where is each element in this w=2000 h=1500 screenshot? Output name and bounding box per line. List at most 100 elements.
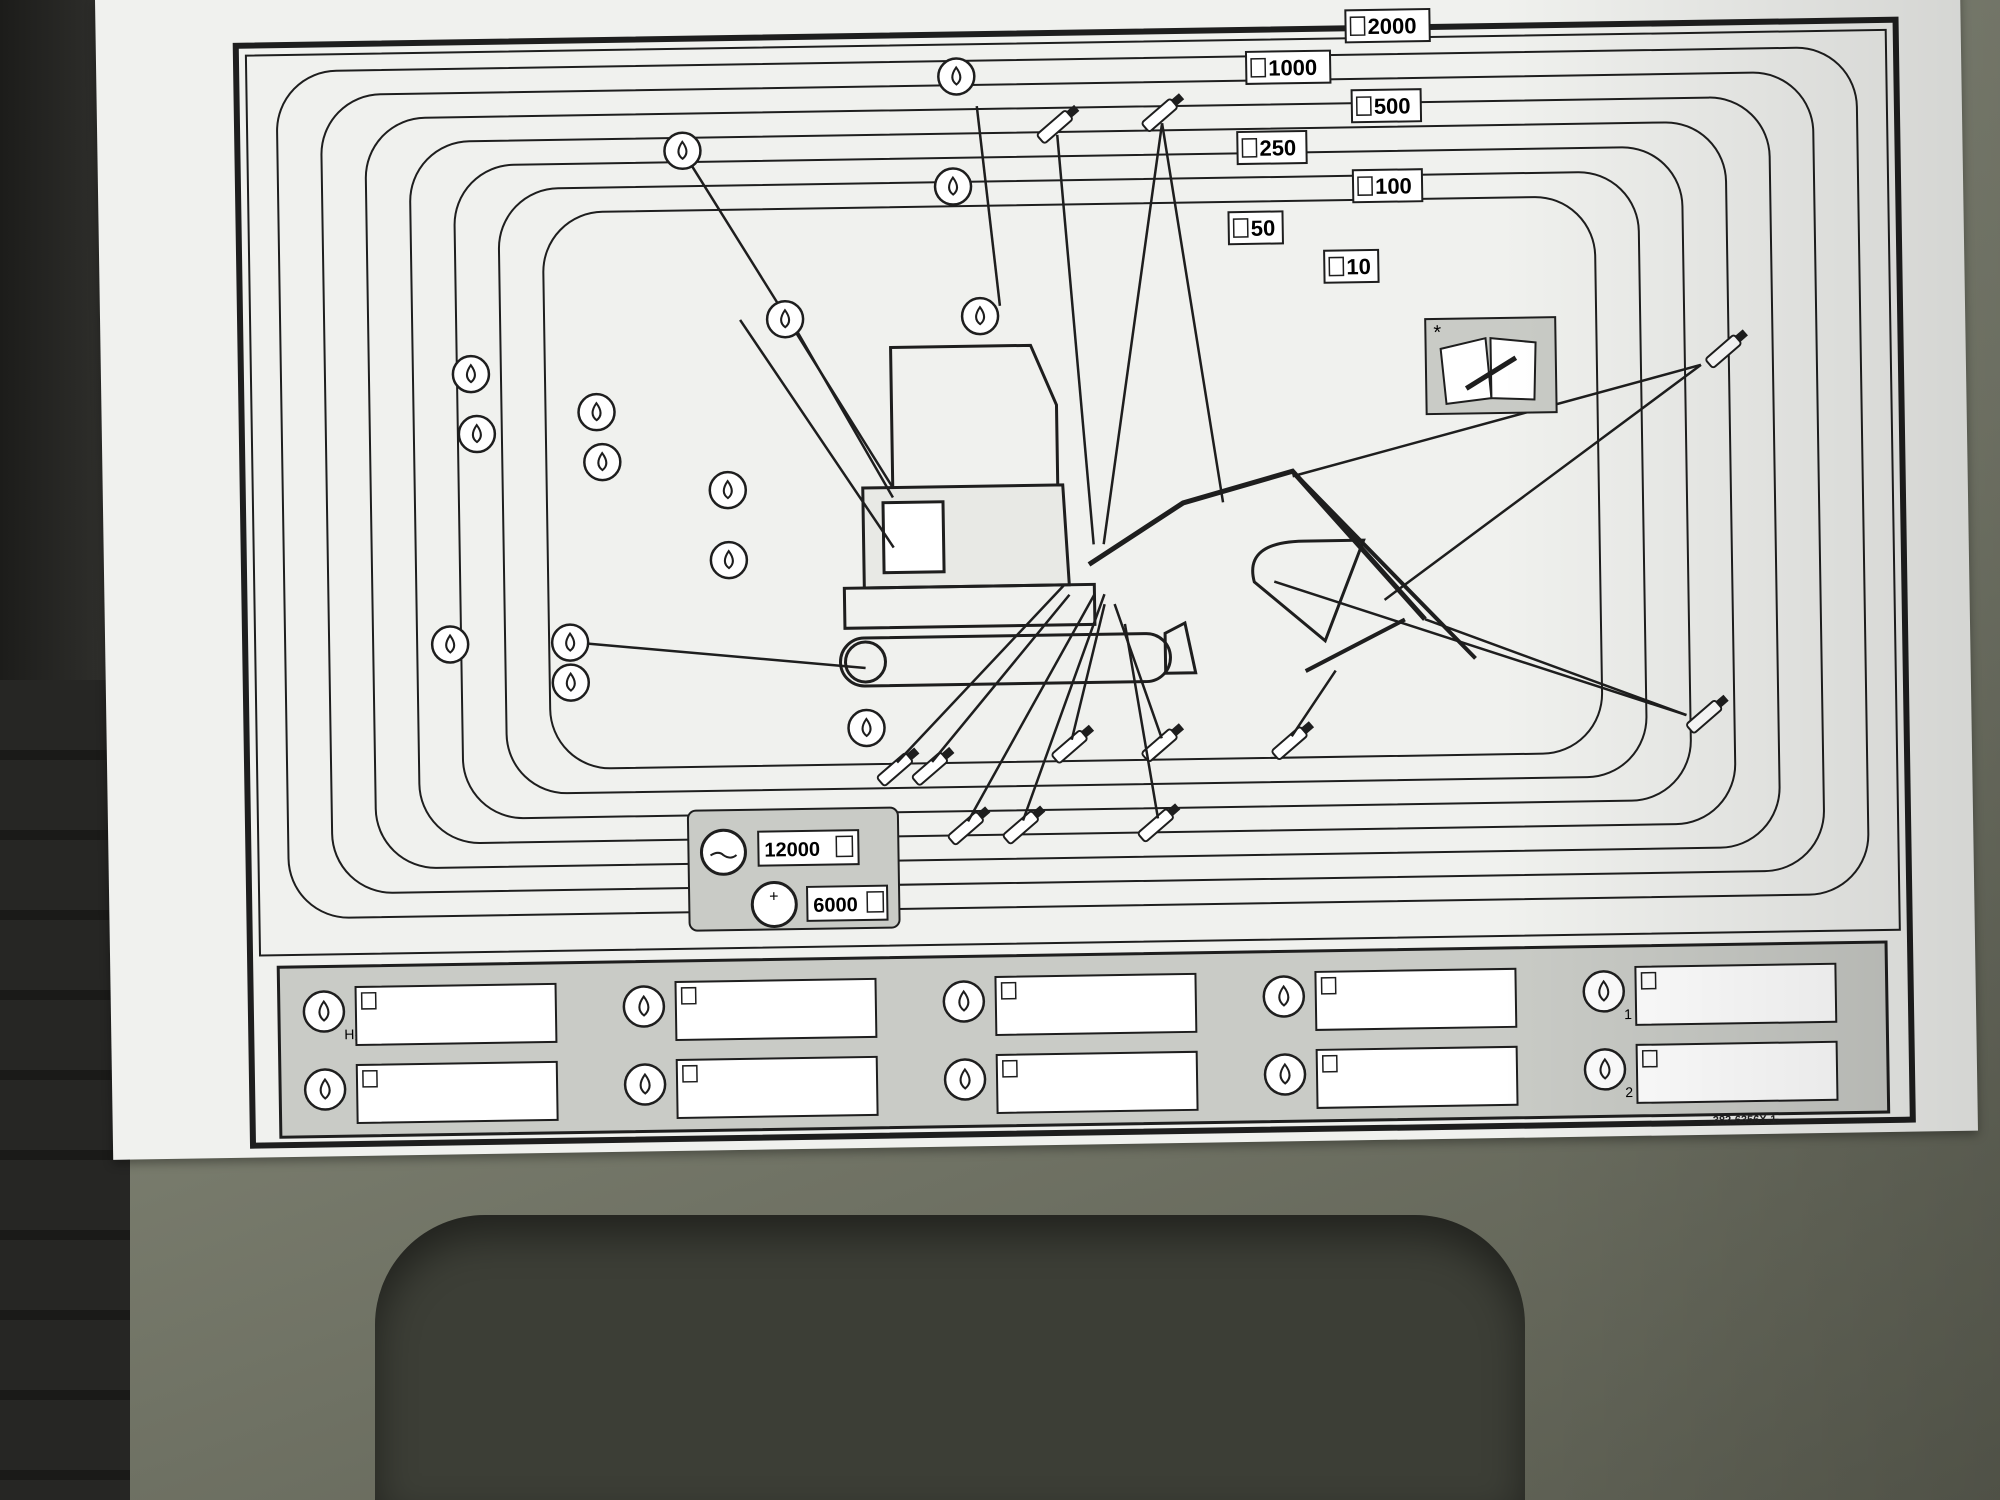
record-cell: 1 bbox=[1582, 962, 1838, 1026]
svg-text:*: * bbox=[1433, 322, 1441, 344]
record-cell bbox=[943, 1050, 1199, 1114]
pointer-line bbox=[1055, 134, 1095, 545]
interval-loop bbox=[409, 121, 1737, 844]
bucket-cylinder bbox=[1304, 617, 1406, 673]
coolant-icon bbox=[699, 828, 747, 876]
pointer-line bbox=[739, 319, 895, 549]
record-box bbox=[354, 982, 558, 1047]
interval-text: 500 bbox=[1374, 93, 1411, 119]
record-box bbox=[995, 1050, 1199, 1114]
fuel-water-separator-icon bbox=[302, 990, 346, 1033]
svg-text:+: + bbox=[769, 888, 779, 905]
grease-point-icon bbox=[1036, 104, 1080, 144]
coolant-add-hours-label: 6000 bbox=[813, 894, 858, 917]
coolant-icon bbox=[709, 540, 749, 580]
record-box bbox=[355, 1060, 559, 1125]
interval-loop bbox=[542, 196, 1604, 770]
pointer-line bbox=[931, 593, 1071, 763]
pointer-line bbox=[1123, 623, 1160, 819]
grease-point-icon bbox=[876, 747, 920, 787]
pointer-line bbox=[896, 583, 1066, 764]
engine-oil-icon bbox=[451, 354, 491, 394]
fuel-filter-icon bbox=[942, 980, 986, 1023]
record-box bbox=[1314, 967, 1518, 1031]
excavator-diagram bbox=[838, 343, 1477, 688]
part-number: 382-6356X-1- bbox=[1712, 1113, 1781, 1127]
pointer-line bbox=[1113, 603, 1163, 739]
pointer-line bbox=[681, 150, 894, 489]
record-cell bbox=[303, 1060, 559, 1125]
coolant-hours-label: 12000 bbox=[764, 839, 820, 862]
record-cell bbox=[623, 1055, 879, 1120]
pointer-line bbox=[1160, 123, 1225, 503]
pointer-line bbox=[789, 318, 894, 499]
interval-label-500: 500 bbox=[1350, 88, 1423, 124]
grease-point-icon bbox=[1141, 93, 1185, 132]
interval-label-10: 10 bbox=[1323, 248, 1380, 284]
hydraulic-filter-icon bbox=[960, 296, 1000, 336]
record-cell bbox=[622, 977, 878, 1042]
coolant-add-icon bbox=[1263, 1053, 1307, 1096]
interval-loop bbox=[453, 146, 1692, 820]
record-cell bbox=[1263, 1045, 1519, 1109]
decal-frame bbox=[232, 16, 1916, 1149]
record-box bbox=[674, 977, 878, 1042]
idler-wheel bbox=[843, 640, 887, 684]
interval-loop bbox=[320, 71, 1825, 894]
track-frame bbox=[838, 632, 1172, 688]
pointer-line bbox=[1424, 618, 1687, 717]
interval-text: 10 bbox=[1346, 254, 1371, 279]
icon-subscript: 2 bbox=[1625, 1084, 1633, 1100]
pointer-line bbox=[966, 593, 1096, 822]
grease-point-icon bbox=[1686, 694, 1729, 734]
interval-label-50: 50 bbox=[1227, 210, 1284, 246]
record-cell bbox=[942, 972, 1198, 1036]
pointer-lines bbox=[575, 106, 1702, 822]
pointer-line bbox=[1383, 363, 1702, 601]
diagram-frame bbox=[244, 28, 1901, 957]
service-manual-icon: * bbox=[1424, 316, 1558, 416]
pointer-line bbox=[1292, 363, 1702, 478]
interval-text: 1000 bbox=[1268, 55, 1317, 81]
hydraulic-tank-filter-icon bbox=[1262, 975, 1306, 1018]
record-box bbox=[994, 972, 1198, 1036]
pointer-line bbox=[1290, 669, 1337, 737]
pointer-line bbox=[575, 641, 866, 670]
rotation-icon bbox=[1582, 970, 1626, 1013]
gear-oil-icon bbox=[430, 625, 470, 664]
grease-point-icon bbox=[1137, 803, 1181, 843]
engine-oil-filter-icon bbox=[943, 1058, 987, 1101]
interval-text: 50 bbox=[1251, 215, 1276, 240]
panel-handle-recess bbox=[375, 1215, 1525, 1500]
hydraulic-filter-icon bbox=[622, 985, 666, 1028]
boom bbox=[1087, 468, 1427, 621]
pointer-line bbox=[1070, 603, 1106, 741]
interval-label-2000: 2000 bbox=[1344, 8, 1431, 44]
pointer-line bbox=[1273, 580, 1687, 717]
record-cell: H₂O bbox=[302, 982, 558, 1047]
grease-point-icon bbox=[1705, 329, 1748, 369]
pointer-line bbox=[975, 106, 1002, 306]
grease-point-icon bbox=[1002, 805, 1046, 845]
radiator-grille bbox=[881, 500, 946, 575]
coolant-add-icon bbox=[750, 880, 798, 928]
interval-loop bbox=[276, 46, 1870, 919]
icon-subscript: 1 bbox=[1624, 1006, 1632, 1022]
record-box bbox=[675, 1055, 879, 1120]
rotation-icon bbox=[1583, 1048, 1627, 1091]
gear-oil-icon bbox=[303, 1068, 347, 1111]
interval-loops bbox=[276, 46, 1870, 919]
interval-label-1000: 1000 bbox=[1244, 49, 1332, 85]
side-icons bbox=[430, 57, 1000, 748]
record-box bbox=[1315, 1045, 1519, 1109]
record-cell: 2 bbox=[1583, 1040, 1839, 1104]
grease-point-icon bbox=[947, 806, 991, 846]
hydraulic-filter-icon bbox=[937, 57, 976, 96]
engine-oil-filter-icon bbox=[457, 414, 497, 454]
interval-label-100: 100 bbox=[1351, 168, 1424, 204]
fuel-water-separator-icon bbox=[663, 131, 702, 171]
blade bbox=[1163, 620, 1198, 675]
